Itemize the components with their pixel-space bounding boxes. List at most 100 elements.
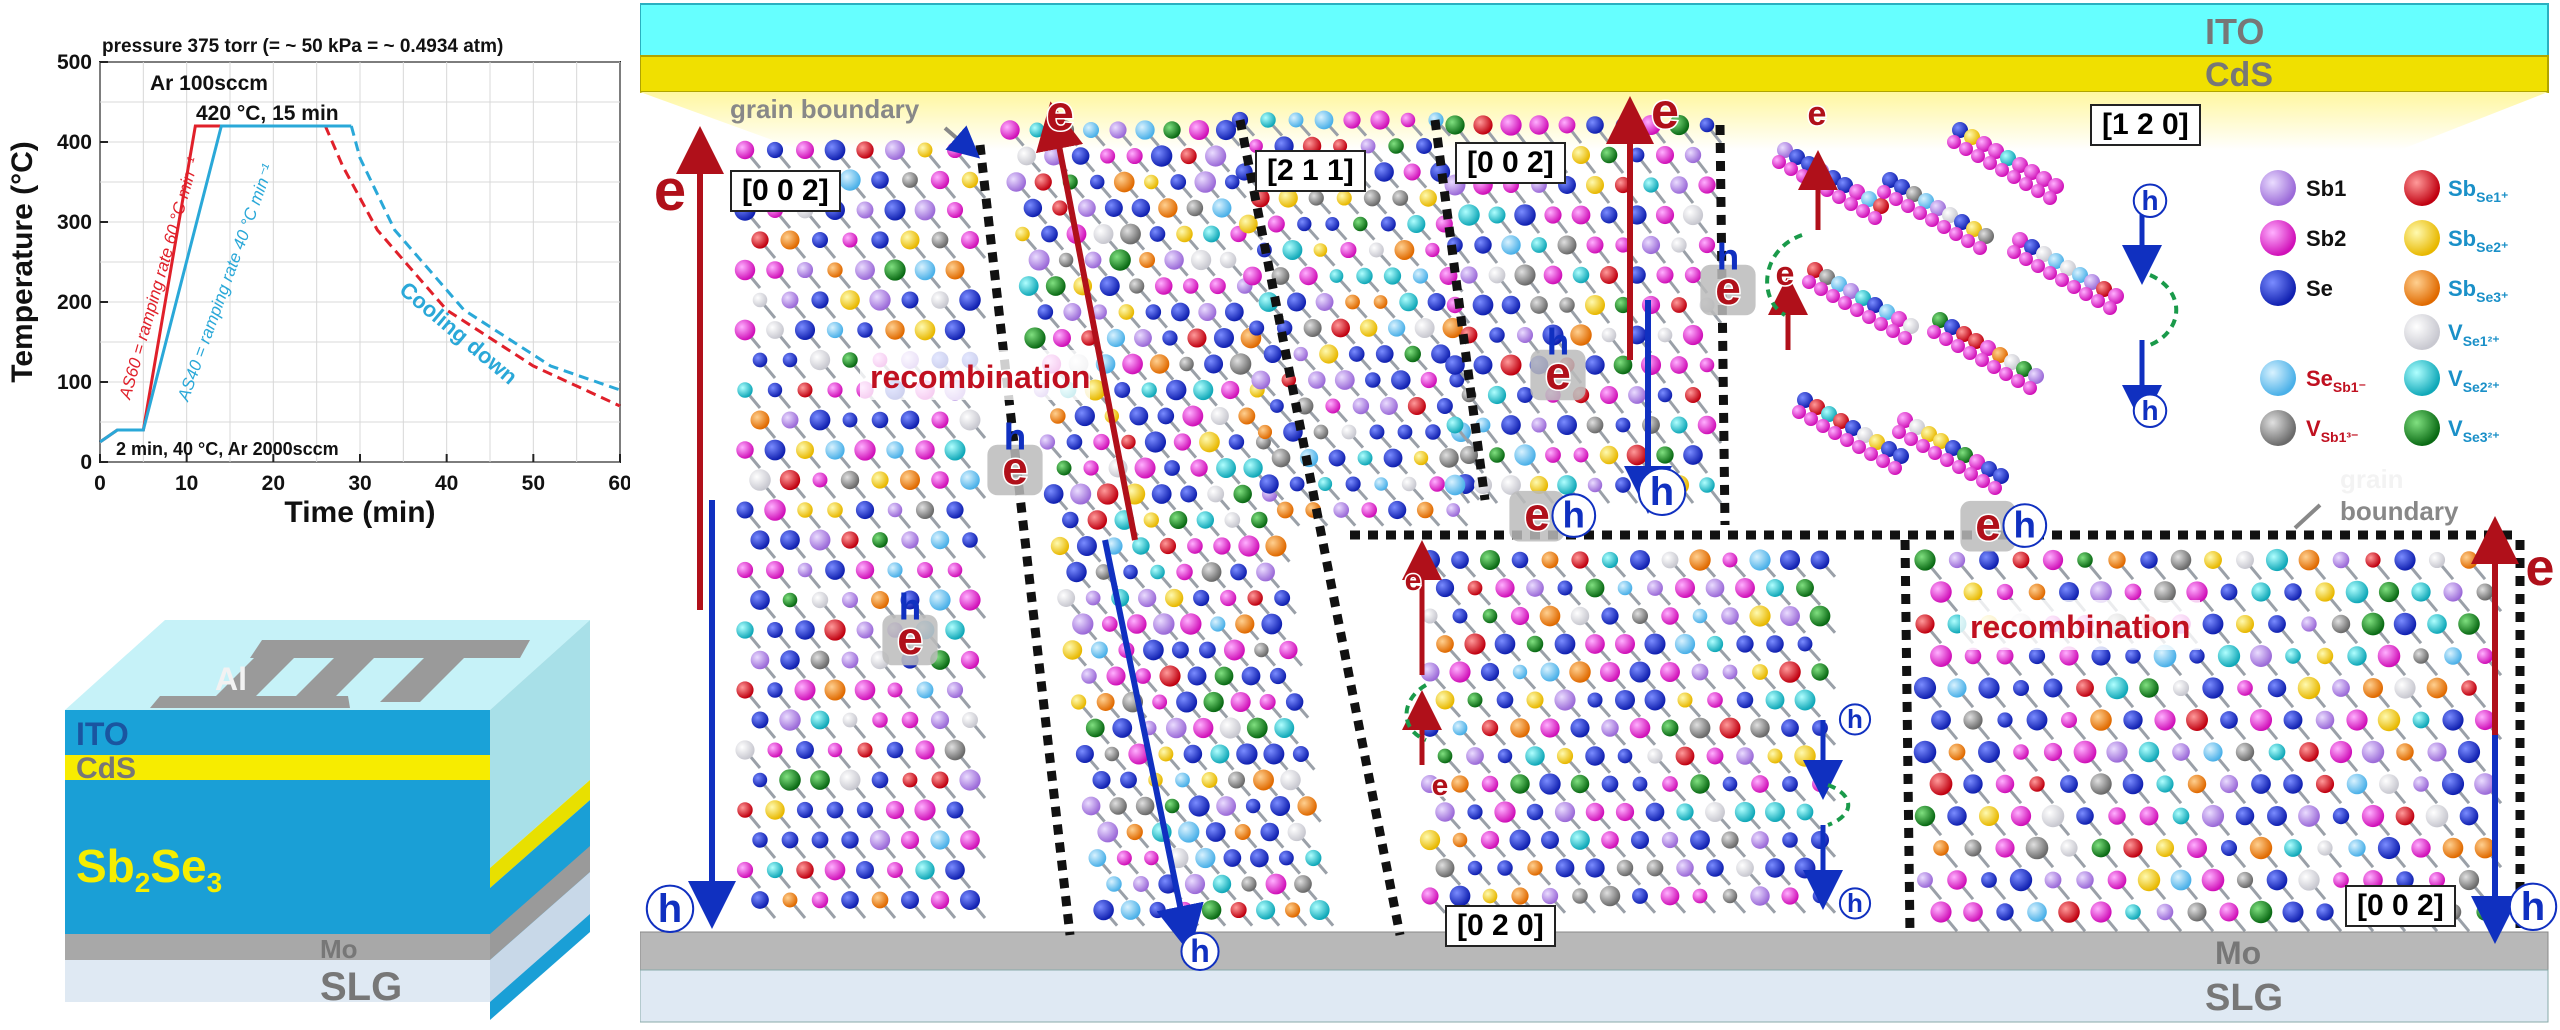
atom [1894, 179, 1910, 195]
atom [2154, 709, 2176, 731]
atom [767, 682, 783, 698]
atom [886, 861, 904, 879]
atom [1792, 405, 1806, 419]
carrier-badge-bg [987, 444, 1043, 496]
crystal-grains [734, 110, 2503, 933]
atom [1361, 502, 1377, 518]
atom [946, 801, 964, 819]
atom [1343, 111, 1361, 129]
atom [1888, 461, 1902, 475]
atom [2298, 805, 2320, 827]
atom [1162, 330, 1178, 346]
y-tick-label: 300 [57, 211, 92, 234]
atom [1097, 821, 1119, 843]
atom [1425, 242, 1440, 258]
atom [1647, 748, 1663, 764]
atom [1812, 776, 1828, 792]
atom [2412, 711, 2430, 729]
electron-path-2 [1035, 101, 1138, 541]
atom [1684, 146, 1702, 164]
atom [1285, 693, 1304, 711]
atom [2138, 741, 2160, 763]
atom [1210, 616, 1226, 632]
atom [1873, 198, 1889, 214]
atom [1849, 184, 1865, 200]
atom [1183, 744, 1203, 764]
atom [1904, 432, 1918, 446]
atom [1180, 485, 1198, 503]
atom [1819, 269, 1835, 285]
atom [1374, 162, 1394, 182]
atom [1617, 580, 1633, 596]
atom [1699, 117, 1715, 133]
atom [1228, 434, 1245, 450]
atom [1397, 424, 1413, 440]
atom [1373, 295, 1388, 309]
atom [767, 742, 783, 758]
atom [1100, 148, 1116, 164]
atom [1188, 119, 1210, 141]
atom [2019, 177, 2033, 191]
x-tick-label: 50 [522, 472, 545, 495]
atom [1287, 292, 1307, 312]
atom [1978, 741, 2000, 763]
atom [1698, 236, 1716, 254]
atom [930, 830, 950, 850]
side-slg [490, 872, 590, 1002]
atom [2044, 871, 2062, 889]
atom [1964, 467, 1978, 481]
atom [1630, 830, 1650, 850]
atom [2105, 676, 2129, 700]
atom [2154, 581, 2176, 603]
atom [1572, 266, 1590, 284]
atom [2315, 774, 2335, 794]
atom [2284, 839, 2302, 857]
atom [1391, 370, 1411, 390]
atom [1449, 885, 1471, 907]
atom [2139, 806, 2159, 826]
atom [2036, 246, 2052, 262]
atom [1070, 483, 1092, 505]
atom [1435, 690, 1455, 710]
atom [809, 409, 831, 431]
atom [855, 260, 875, 280]
atom [959, 889, 981, 911]
atom [764, 499, 786, 521]
atom [1670, 176, 1688, 194]
curved-arrow-4 [1827, 783, 1850, 827]
hole-label: h [658, 887, 682, 931]
atom [2235, 614, 2255, 634]
atom [1274, 718, 1295, 738]
atom [2123, 838, 2143, 858]
atom [1294, 875, 1312, 893]
atom [1881, 441, 1897, 457]
atom [1541, 551, 1559, 569]
atom [1951, 339, 1965, 353]
y-tick-label: 200 [57, 291, 92, 314]
atom [1278, 850, 1294, 866]
atom [1467, 804, 1483, 820]
atom [1586, 116, 1604, 134]
atom [1193, 379, 1214, 401]
atom [1698, 176, 1716, 194]
atom [1325, 217, 1340, 231]
atom [1340, 241, 1357, 259]
schematic-label-mo: Mo [2215, 935, 2261, 971]
atom [1933, 840, 1949, 856]
atom [1109, 121, 1127, 139]
atom [1600, 206, 1618, 224]
atom [1889, 192, 1903, 206]
atom [1412, 268, 1429, 284]
hole-label: h [1847, 704, 1863, 734]
atom [2048, 178, 2064, 194]
atom [916, 681, 934, 699]
schematic-label-cds: CdS [2205, 56, 2273, 94]
atom [2298, 549, 2320, 571]
electron-label: e [1808, 95, 1827, 133]
hole-label: h [1190, 933, 1210, 969]
atom [1749, 549, 1771, 571]
atom [2361, 804, 2385, 828]
atom [1328, 449, 1346, 467]
atom [900, 410, 920, 430]
